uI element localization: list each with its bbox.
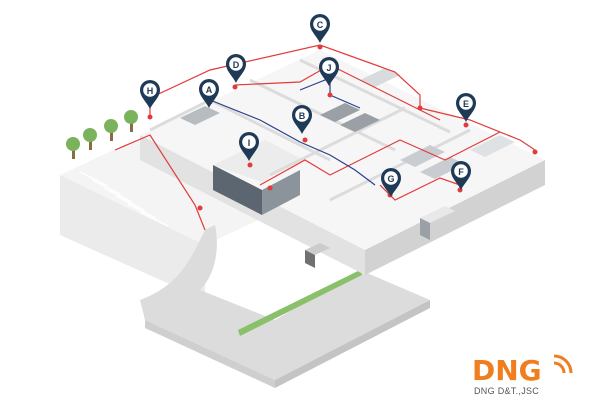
ground: [60, 140, 430, 388]
marker-badge: [143, 83, 157, 97]
marker-badge: [322, 60, 336, 74]
marker-a: A: [199, 79, 219, 108]
parking-lines: [79, 171, 169, 227]
marker-label: B: [299, 111, 306, 121]
marker-label: G: [387, 174, 394, 184]
marker-badge: [459, 96, 473, 110]
network-line-blue: [299, 77, 361, 109]
network-line-blue: [209, 99, 376, 186]
building: [140, 50, 545, 275]
network-line-red: [149, 44, 536, 151]
network-line-red: [259, 131, 501, 186]
marker-f: F: [451, 161, 471, 190]
marker-g: G: [381, 168, 401, 197]
marker-e: E: [456, 93, 476, 122]
marker-label: J: [326, 63, 331, 73]
network-line-red: [379, 177, 461, 201]
marker-i: I: [239, 132, 259, 161]
marker-h: H: [140, 80, 160, 109]
marker-label: E: [463, 99, 469, 109]
network-line-red: [114, 134, 206, 231]
marker-label: H: [147, 86, 154, 96]
location-markers: A B C D E F G H I J: [140, 14, 476, 197]
wifi-signal-icon: [553, 354, 573, 374]
marker-label: C: [317, 20, 324, 30]
marker-badge: [454, 164, 468, 178]
marker-c: C: [310, 14, 330, 43]
logo-name: DNG: [472, 354, 542, 387]
marker-d: D: [226, 54, 246, 83]
marker-badge: [202, 82, 216, 96]
hedge: [238, 270, 362, 336]
logo-subtitle: DNG D&T.,JSC: [474, 386, 540, 396]
marker-label: I: [248, 138, 251, 148]
dng-logo: DNG DNG D&T.,JSC: [472, 355, 582, 401]
marker-j: J: [319, 57, 339, 86]
trees: [66, 110, 138, 159]
marker-label: A: [206, 85, 213, 95]
marker-label: F: [458, 167, 464, 177]
marker-b: B: [292, 105, 312, 134]
marker-label: D: [233, 60, 240, 70]
marker-badge: [229, 57, 243, 71]
device-dots: [147, 44, 538, 211]
marker-badge: [384, 171, 398, 185]
marker-badge: [242, 135, 256, 149]
marker-badge: [295, 108, 309, 122]
marker-badge: [313, 17, 327, 31]
